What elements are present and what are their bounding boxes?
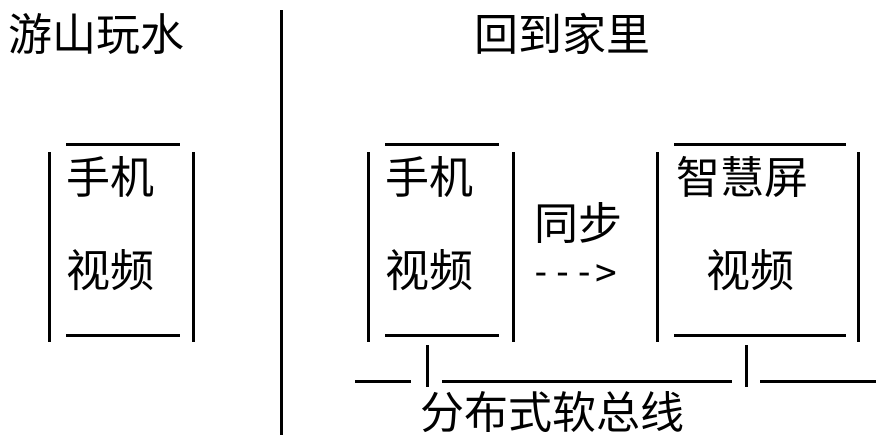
- left-box-bottom-border: [66, 334, 180, 337]
- sync-label: 同步: [534, 199, 622, 250]
- smart-screen-box-bottom-border: [674, 334, 846, 337]
- left-box-right-border: [192, 152, 195, 342]
- right-phone-box-right-border: [512, 152, 515, 342]
- smart-screen-box-label-video: 视频: [706, 246, 794, 297]
- right-heading: 回到家里: [474, 10, 650, 61]
- bus-line-left-segment: [355, 380, 411, 383]
- right-phone-box-label-phone: 手机: [385, 153, 473, 204]
- left-box-top-border: [66, 143, 180, 146]
- section-divider: [280, 10, 283, 435]
- left-box-left-border: [48, 152, 51, 342]
- right-phone-box-bottom-border: [385, 334, 499, 337]
- left-heading: 游山玩水: [8, 10, 184, 61]
- bus-line-right-segment: [760, 380, 876, 383]
- bus-connector-left: [426, 345, 429, 387]
- bus-line-middle-segment: [442, 380, 732, 383]
- right-phone-box-top-border: [385, 143, 499, 146]
- smart-screen-box-top-border: [674, 143, 846, 146]
- smart-screen-box-left-border: [656, 152, 659, 342]
- bus-connector-right: [745, 345, 748, 387]
- right-phone-box-label-video: 视频: [385, 246, 473, 297]
- smart-screen-box-right-border: [857, 152, 860, 342]
- sync-arrow: --->: [530, 252, 617, 293]
- bus-label: 分布式软总线: [420, 388, 684, 439]
- smart-screen-box-label-screen: 智慧屏: [676, 153, 808, 204]
- left-box-label-video: 视频: [66, 246, 154, 297]
- left-box-label-phone: 手机: [66, 153, 154, 204]
- right-phone-box-left-border: [367, 152, 370, 342]
